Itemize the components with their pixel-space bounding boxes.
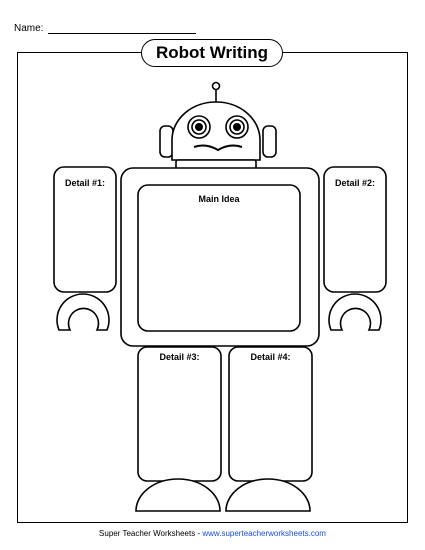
left-eye [187,115,211,139]
page-title: Robot Writing [155,43,269,62]
title-banner: Robot Writing [141,39,283,67]
main-idea-box[interactable] [137,184,301,332]
left-claw [56,293,110,331]
footer-brand: Super Teacher Worksheets [99,529,196,538]
left-ear [159,125,174,158]
detail2-label: Detail #2: [334,178,376,188]
right-eye [225,115,249,139]
mouth [193,144,243,152]
left-foot [135,478,221,512]
right-ear [262,125,277,158]
name-label: Name: [14,23,44,34]
detail3-label: Detail #3: [159,352,200,362]
detail4-box[interactable] [228,346,313,482]
detail2-box[interactable] [323,166,387,293]
detail3-box[interactable] [137,346,222,482]
main-idea-label: Main Idea [198,194,240,204]
right-foot [225,478,311,512]
detail4-label: Detail #4: [250,352,291,362]
detail1-box[interactable] [53,166,117,293]
name-line[interactable] [48,33,196,34]
footer-separator: - [195,529,203,538]
antenna-tip [211,81,221,91]
detail1-label: Detail #1: [64,178,106,188]
footer-url[interactable]: www.superteacherworksheets.com [202,529,326,538]
right-claw [328,293,382,331]
footer: Super Teacher Worksheets - www.superteac… [0,529,425,538]
